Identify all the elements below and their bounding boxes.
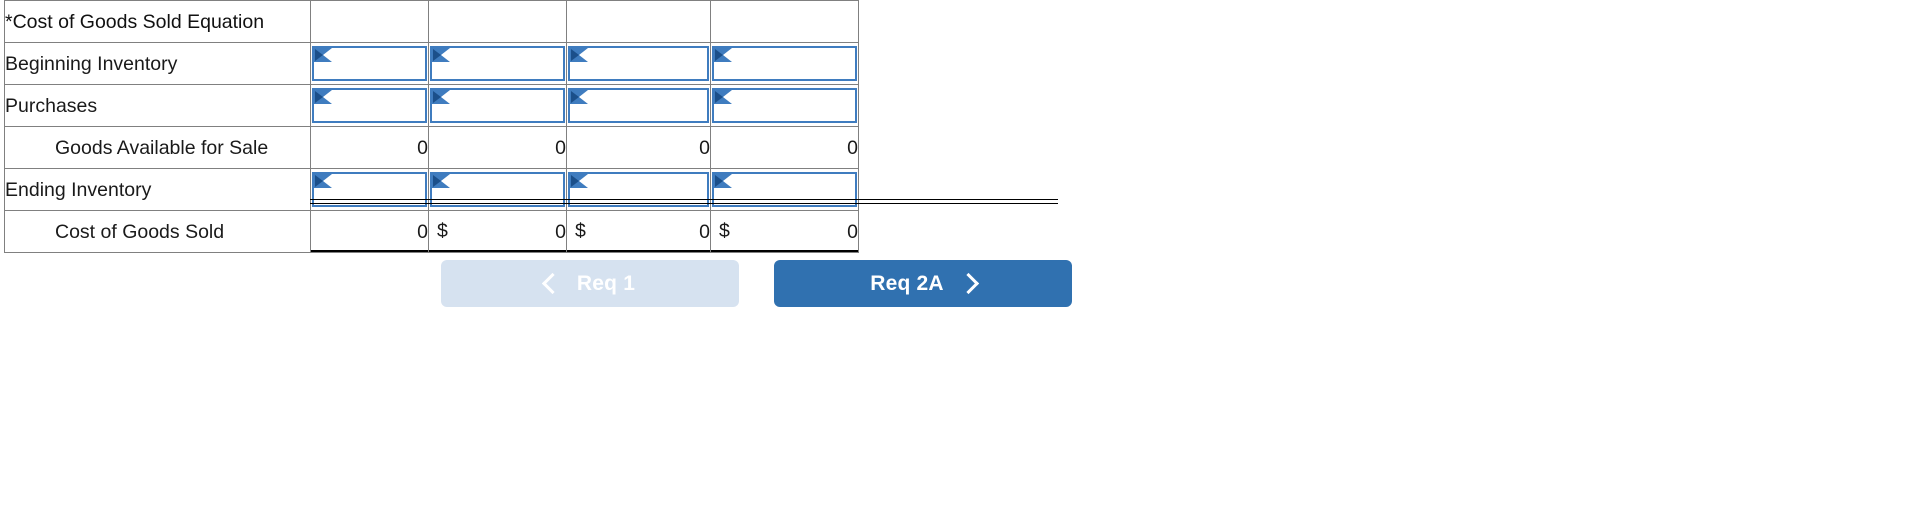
input-beginning-inventory-4[interactable] — [724, 47, 851, 79]
input-purchases-3[interactable] — [580, 89, 703, 121]
value-text: 0 — [699, 136, 710, 159]
input-marker-triangle-icon — [712, 171, 857, 207]
table-row: Ending Inventory — [4, 168, 859, 211]
cell-purchases-3[interactable] — [566, 84, 711, 127]
cell-ending-inventory-3[interactable] — [566, 168, 711, 211]
value-goods-available-4: 0 — [710, 126, 859, 169]
row-label-cost-of-goods-sold: Cost of Goods Sold — [4, 210, 311, 253]
cogs-table: *Cost of Goods Sold Equation Beginning I… — [4, 0, 859, 253]
header-blank-col-1 — [310, 0, 429, 43]
table-row: Purchases — [4, 84, 859, 127]
input-beginning-inventory-2[interactable] — [442, 47, 559, 79]
value-text: 0 — [847, 136, 858, 159]
cell-ending-inventory-4[interactable] — [710, 168, 859, 211]
value-goods-available-1: 0 — [310, 126, 429, 169]
input-marker-triangle-icon — [568, 87, 709, 123]
value-goods-available-3: 0 — [566, 126, 711, 169]
input-marker-triangle-icon — [712, 45, 857, 81]
cell-beginning-inventory-1[interactable] — [310, 42, 429, 85]
input-marker-triangle-icon — [312, 45, 427, 81]
value-text: 0 — [555, 220, 566, 243]
input-marker-triangle-icon — [568, 45, 709, 81]
cell-beginning-inventory-4[interactable] — [710, 42, 859, 85]
input-marker-triangle-icon — [312, 87, 427, 123]
currency-symbol: $ — [437, 220, 448, 242]
cell-purchases-4[interactable] — [710, 84, 859, 127]
input-beginning-inventory-3[interactable] — [580, 47, 703, 79]
row-label-goods-available-for-sale: Goods Available for Sale — [4, 126, 311, 169]
req-2a-button-label: Req 2A — [870, 271, 944, 295]
value-cost-of-goods-sold-4: $ 0 — [710, 210, 859, 253]
value-text: 0 — [555, 136, 566, 159]
table-row: Goods Available for Sale 0 0 0 — [4, 126, 859, 169]
input-marker-triangle-icon — [430, 45, 565, 81]
cell-beginning-inventory-2[interactable] — [428, 42, 567, 85]
header-blank-col-4 — [710, 0, 859, 43]
cell-ending-inventory-2[interactable] — [428, 168, 567, 211]
input-marker-triangle-icon — [430, 87, 565, 123]
input-purchases-2[interactable] — [442, 89, 559, 121]
value-text: 0 — [847, 220, 858, 243]
req-1-button-label: Req 1 — [576, 271, 636, 295]
input-purchases-1[interactable] — [324, 89, 421, 121]
header-blank-col-2 — [428, 0, 567, 43]
input-purchases-4[interactable] — [724, 89, 851, 121]
value-goods-available-2: 0 — [428, 126, 567, 169]
cell-purchases-2[interactable] — [428, 84, 567, 127]
input-ending-inventory-3[interactable] — [580, 173, 703, 205]
input-marker-triangle-icon — [568, 171, 709, 207]
cell-beginning-inventory-3[interactable] — [566, 42, 711, 85]
input-ending-inventory-4[interactable] — [724, 173, 851, 205]
input-marker-triangle-icon — [312, 171, 427, 207]
cell-purchases-1[interactable] — [310, 84, 429, 127]
table-row: Beginning Inventory — [4, 42, 859, 85]
value-cost-of-goods-sold-2: $ 0 — [428, 210, 567, 253]
cell-ending-inventory-1[interactable] — [310, 168, 429, 211]
input-beginning-inventory-1[interactable] — [324, 47, 421, 79]
value-text: 0 — [417, 220, 428, 243]
header-blank-col-3 — [566, 0, 711, 43]
currency-symbol: $ — [719, 220, 730, 242]
table-header-row: *Cost of Goods Sold Equation — [4, 0, 859, 43]
value-text: 0 — [699, 220, 710, 243]
input-ending-inventory-1[interactable] — [324, 173, 421, 205]
value-cost-of-goods-sold-1: 0 — [310, 210, 429, 253]
input-marker-triangle-icon — [712, 87, 857, 123]
row-label-ending-inventory: Ending Inventory — [4, 168, 311, 211]
chevron-left-icon — [541, 272, 564, 295]
chevron-right-icon — [957, 272, 979, 295]
page-title: *Cost of Goods Sold Equation — [4, 0, 311, 43]
value-cost-of-goods-sold-3: $ 0 — [566, 210, 711, 253]
table-row-total: Cost of Goods Sold 0 $ 0 $ 0 $ — [4, 210, 859, 253]
nav-button-bar: Req 1 Req 2A — [0, 260, 1100, 320]
cogs-worksheet: *Cost of Goods Sold Equation Beginning I… — [4, 0, 1058, 253]
value-text: 0 — [417, 136, 428, 159]
req-1-button[interactable]: Req 1 — [441, 260, 739, 307]
currency-symbol: $ — [575, 220, 586, 242]
cogs-table-body: *Cost of Goods Sold Equation Beginning I… — [4, 0, 859, 253]
input-marker-triangle-icon — [430, 171, 565, 207]
row-label-beginning-inventory: Beginning Inventory — [4, 42, 311, 85]
req-2a-button[interactable]: Req 2A — [774, 260, 1072, 307]
input-ending-inventory-2[interactable] — [442, 173, 559, 205]
row-label-purchases: Purchases — [4, 84, 311, 127]
